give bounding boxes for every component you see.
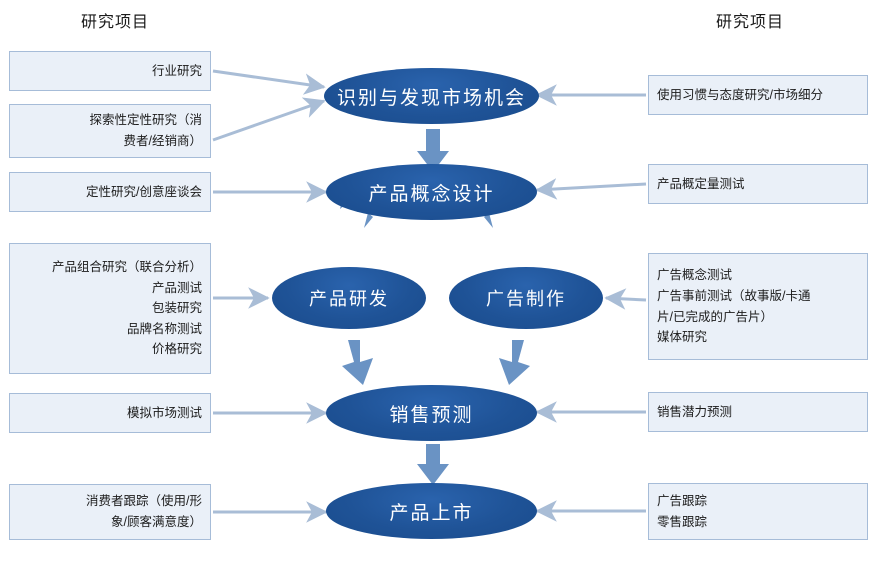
node-sales-forecast[interactable]: 销售预测 [326, 385, 537, 441]
box-line: 模拟市场测试 [126, 405, 202, 420]
box-line: 广告跟踪 [657, 493, 708, 508]
box-line: 销售潜力预测 [657, 404, 733, 419]
box-line: 费者/经销商） [123, 134, 202, 148]
box-line: 行业研究 [151, 63, 202, 78]
node-product-rd[interactable]: 产品研发 [272, 267, 426, 329]
arrow-industry-to-opportunity [212, 69, 326, 95]
node-label: 识别与发现市场机会 [336, 87, 526, 109]
box-line: 定性研究/创意座谈会 [86, 184, 202, 199]
box-line: 广告概念测试 [657, 268, 733, 283]
box-line: 零售跟踪 [657, 514, 708, 529]
box-line: 使用习惯与态度研究/市场细分 [657, 87, 823, 102]
right-column-title: 研究项目 [715, 14, 784, 31]
right-box-tracking[interactable]: 广告跟踪 零售跟踪 [648, 483, 868, 540]
right-box-sales-potential[interactable]: 销售潜力预测 [648, 392, 868, 432]
node-label: 产品研发 [309, 289, 389, 309]
node-label: 广告制作 [486, 289, 566, 309]
box-line: 产品测试 [151, 280, 202, 295]
arrow-exploratory-to-opportunity [212, 97, 326, 142]
block-arrow-ad-production-to-forecast [499, 340, 530, 385]
left-column-title: 研究项目 [80, 14, 149, 31]
box-line: 产品组合研究（联合分析） [51, 259, 202, 274]
block-arrow-forecast-to-launch [417, 444, 449, 485]
node-product-concept[interactable]: 产品概念设计 [326, 164, 537, 220]
left-box-exploratory-qualitative[interactable]: 探索性定性研究（消 费者/经销商） [9, 104, 211, 158]
arrow-quant-to-concept [535, 178, 647, 200]
left-box-product-bundle[interactable]: 产品组合研究（联合分析） 产品测试 包装研究 品牌名称测试 价格研究 [9, 243, 211, 374]
box-line: 片/已完成的广告片） [657, 309, 773, 324]
box-line: 象/顾客满意度） [111, 515, 202, 529]
right-box-concept-quant-test[interactable]: 产品概定量测试 [648, 164, 868, 204]
node-product-launch[interactable]: 产品上市 [326, 483, 537, 539]
box-line: 包装研究 [151, 301, 202, 316]
node-market-opportunity[interactable]: 识别与发现市场机会 [324, 68, 539, 124]
box-line: 媒体研究 [657, 330, 708, 345]
box-line: 产品概定量测试 [657, 176, 745, 191]
node-label: 销售预测 [389, 404, 474, 426]
right-box-advertising[interactable]: 广告概念测试 广告事前测试（故事版/卡通 片/已完成的广告片） 媒体研究 [648, 253, 868, 360]
box-line: 价格研究 [151, 342, 202, 357]
node-label: 产品概念设计 [368, 183, 495, 205]
left-box-consumer-tracking[interactable]: 消费者跟踪（使用/形 象/顾客满意度） [9, 484, 211, 540]
left-box-industry-research[interactable]: 行业研究 [9, 51, 211, 91]
left-box-simulated-market-test[interactable]: 模拟市场测试 [9, 393, 211, 433]
box-line: 消费者跟踪（使用/形 [86, 494, 202, 509]
node-label: 产品上市 [389, 502, 474, 524]
box-line: 品牌名称测试 [126, 321, 202, 336]
block-arrow-product-rd-to-forecast [342, 340, 373, 385]
box-line: 广告事前测试（故事版/卡通 [657, 288, 811, 303]
box-line: 探索性定性研究（消 [89, 113, 202, 128]
node-ad-production[interactable]: 广告制作 [449, 267, 603, 329]
arrow-advertising-to-ad-production [604, 288, 647, 310]
right-box-usage-attitude[interactable]: 使用习惯与态度研究/市场细分 [648, 75, 868, 115]
left-box-qualitative-creative[interactable]: 定性研究/创意座谈会 [9, 172, 211, 212]
